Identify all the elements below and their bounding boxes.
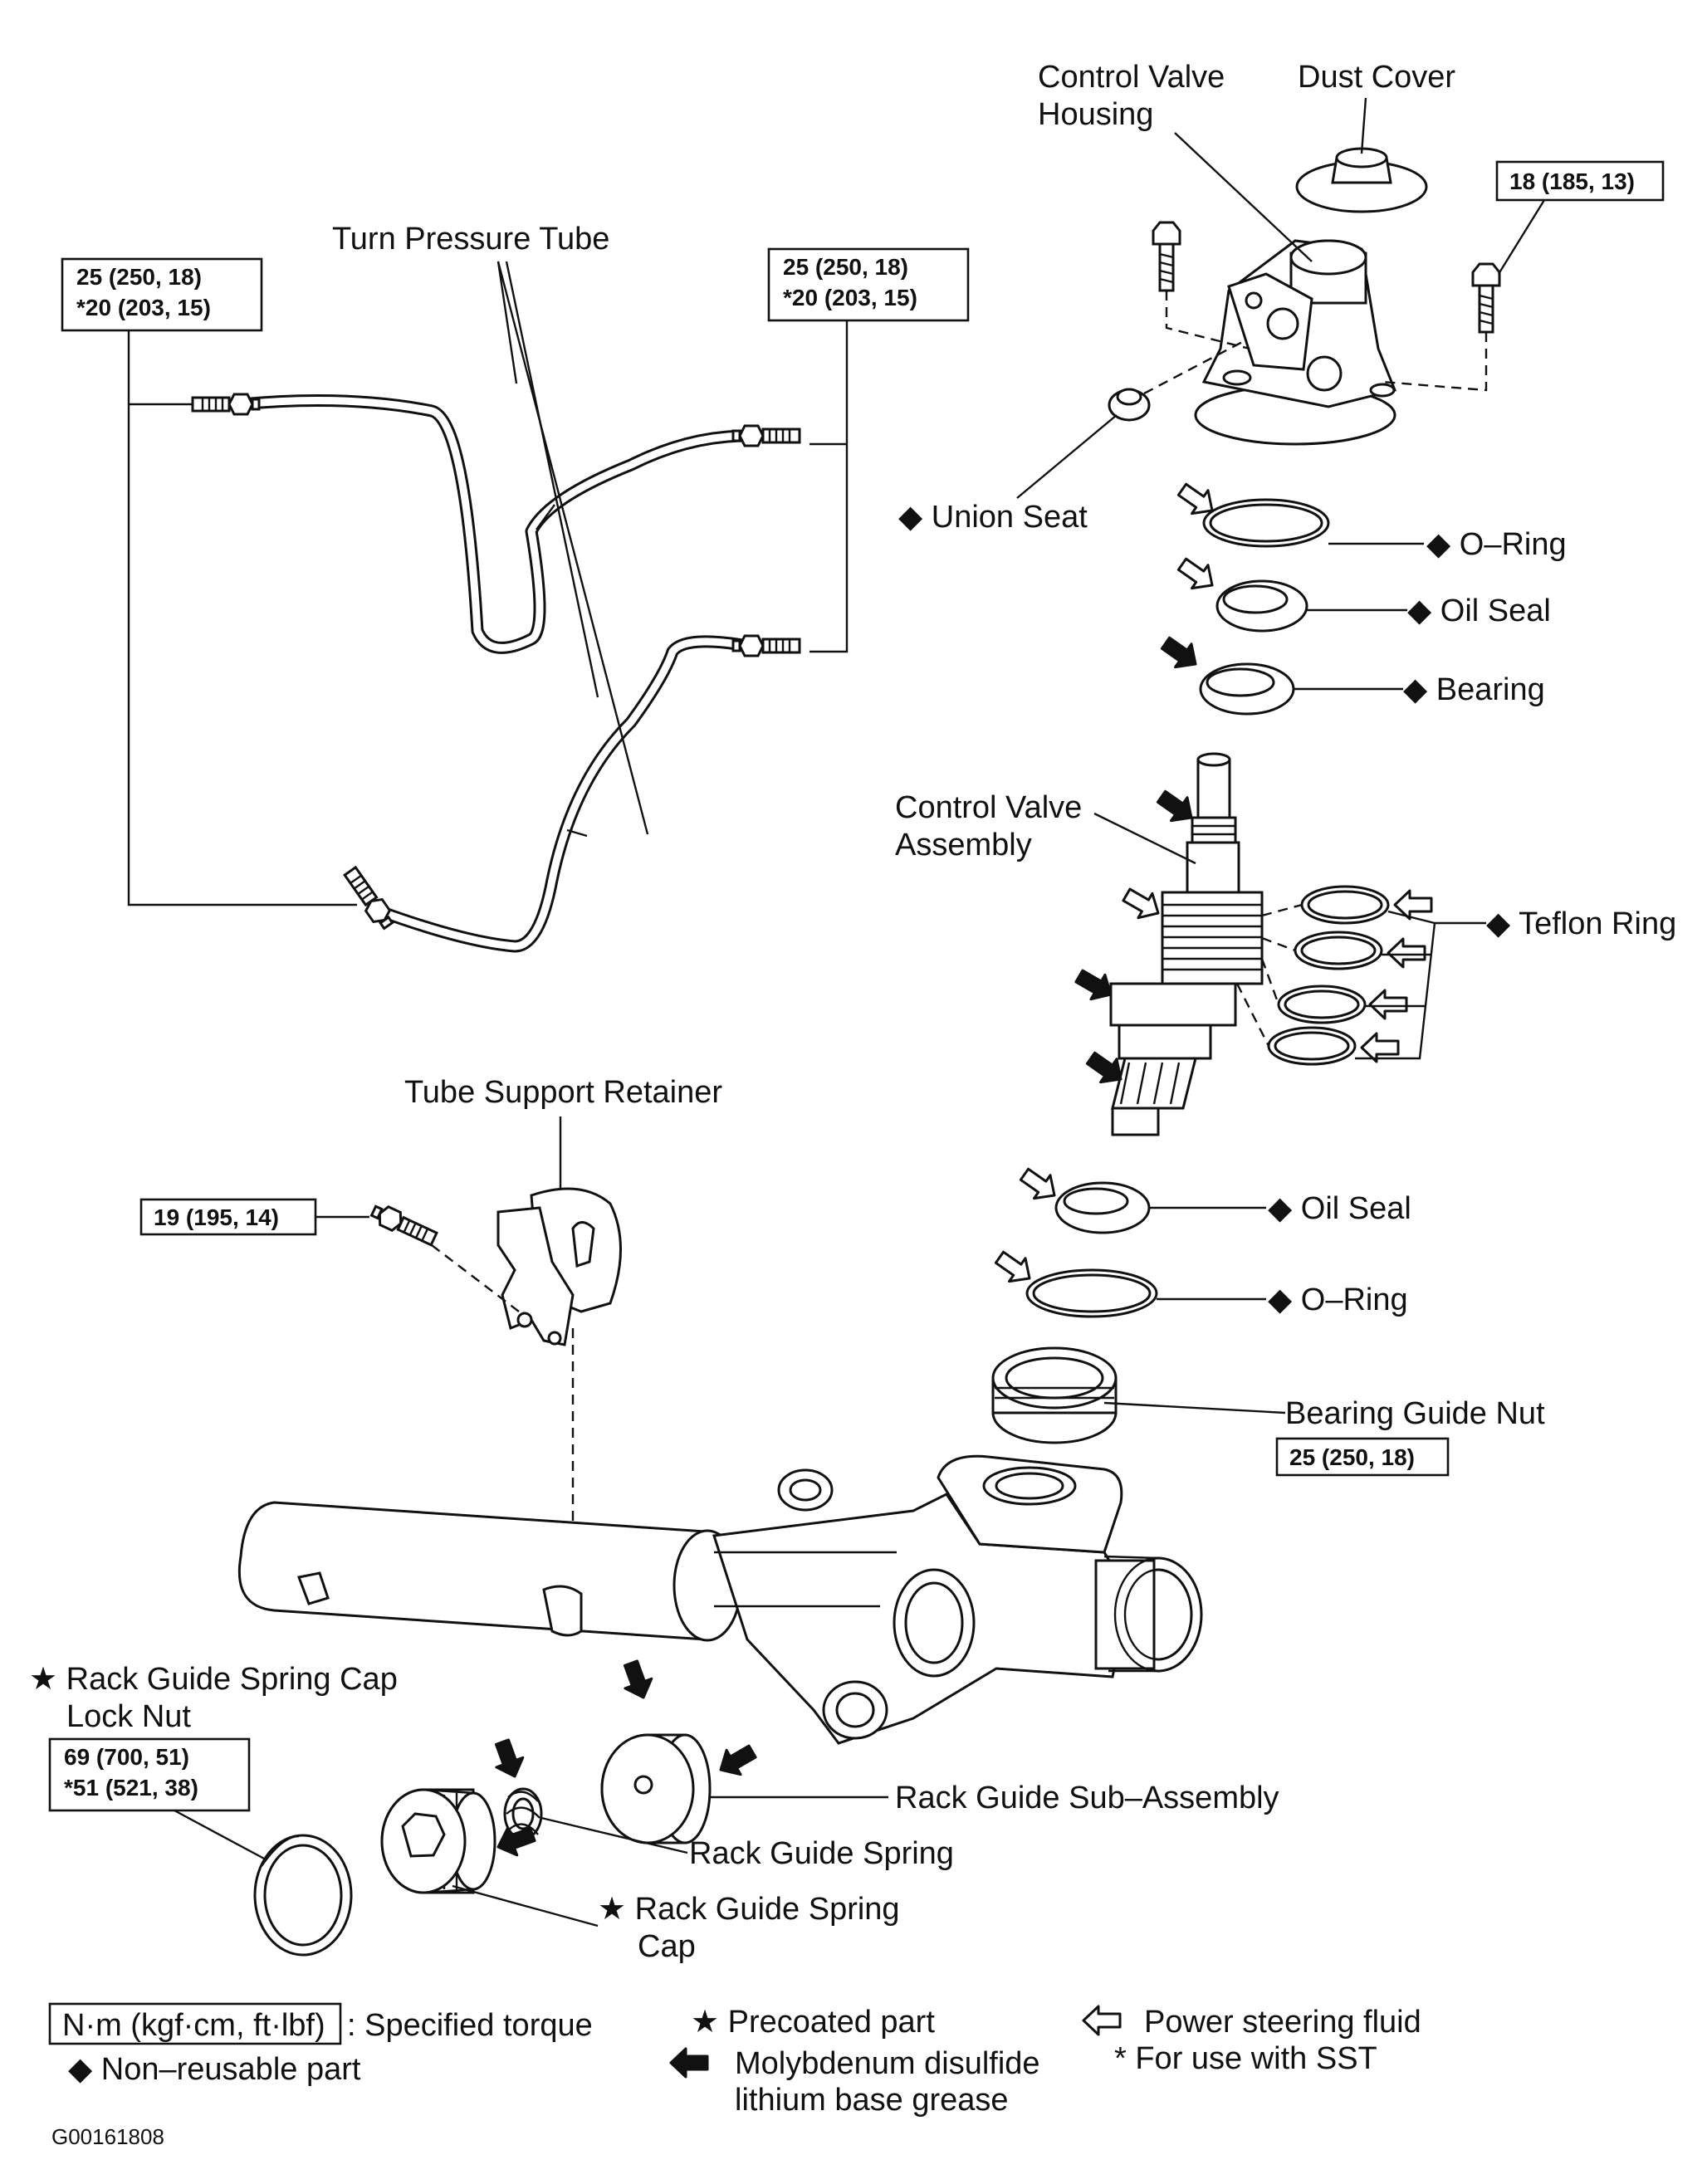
torque-box-retainer-bolt: 19 (195, 14) bbox=[139, 1198, 317, 1236]
power-steering-fluid-arrow-icon bbox=[1368, 989, 1408, 1020]
bearing bbox=[1199, 662, 1295, 716]
control-valve-housing bbox=[1194, 239, 1397, 446]
rack-guide-spring-cap-lock-nut bbox=[253, 1834, 353, 1957]
label-dust-cover: Dust Cover bbox=[1298, 60, 1455, 95]
label-tube-support-retainer: Tube Support Retainer bbox=[404, 1075, 722, 1110]
label-control-valve-housing-1: Control Valve bbox=[1038, 60, 1225, 95]
grease-arrow-icon bbox=[616, 1657, 658, 1704]
torque-box-housing-bolt: 18 (185, 13) bbox=[1495, 160, 1665, 202]
figure-id: G00161808 bbox=[51, 2124, 164, 2149]
turn-pressure-tube-lower bbox=[374, 635, 754, 953]
rack-guide-spring-cap bbox=[380, 1788, 496, 1894]
tube-support-retainer bbox=[496, 1187, 622, 1346]
svg-text:*51 (521, 38): *51 (521, 38) bbox=[64, 1775, 198, 1800]
grease-arrow-icon bbox=[712, 1737, 761, 1784]
tube-fitting-right-upper bbox=[731, 424, 801, 447]
power-steering-fluid-arrow-icon bbox=[990, 1244, 1039, 1292]
svg-text:*20 (203, 15): *20 (203, 15) bbox=[76, 295, 211, 320]
power-steering-fluid-arrow-icon bbox=[1015, 1161, 1064, 1209]
label-turn-pressure-tube: Turn Pressure Tube bbox=[332, 222, 609, 257]
tube-fitting-right-lower bbox=[731, 634, 801, 657]
bearing-guide-nut bbox=[991, 1346, 1118, 1444]
retainer-bolt bbox=[368, 1200, 440, 1249]
label-oil-seal-upper: ◆ Oil Seal bbox=[1407, 594, 1551, 628]
svg-text:25 (250, 18): 25 (250, 18) bbox=[1289, 1444, 1415, 1470]
svg-text:69 (700, 51): 69 (700, 51) bbox=[64, 1744, 189, 1770]
torque-box-left-tube: 25 (250, 18) *20 (203, 15) bbox=[61, 257, 263, 332]
svg-text:19 (195, 14): 19 (195, 14) bbox=[154, 1204, 279, 1230]
svg-text:18 (185, 13): 18 (185, 13) bbox=[1509, 169, 1635, 194]
housing-bolt-right bbox=[1471, 262, 1501, 334]
legend-grease-2: lithium base grease bbox=[735, 2083, 1009, 2118]
oil-seal-upper bbox=[1215, 579, 1308, 633]
power-steering-fluid-arrow-icon bbox=[1387, 937, 1426, 969]
label-control-valve-housing-2: Housing bbox=[1038, 97, 1153, 132]
label-o-ring-upper: ◆ O–Ring bbox=[1426, 527, 1567, 562]
turn-pressure-tube-upper bbox=[234, 394, 754, 654]
svg-text:25 (250, 18): 25 (250, 18) bbox=[76, 264, 202, 290]
label-control-valve-assembly-2: Assembly bbox=[895, 828, 1032, 862]
legend-non-reusable: ◆ Non–reusable part bbox=[68, 2052, 361, 2087]
grease-arrow-icon bbox=[487, 1736, 530, 1783]
label-teflon-ring: ◆ Teflon Ring bbox=[1486, 906, 1676, 941]
label-bearing-guide-nut: Bearing Guide Nut bbox=[1285, 1396, 1545, 1431]
label-rack-guide-spring-cap-1: ★ Rack Guide Spring bbox=[598, 1892, 900, 1927]
oil-seal-lower bbox=[1054, 1181, 1151, 1234]
grease-arrow-icon bbox=[1156, 630, 1206, 677]
dust-cover bbox=[1295, 147, 1428, 213]
label-rack-guide-spring-cap-lock-nut-1: ★ Rack Guide Spring Cap bbox=[29, 1662, 398, 1697]
svg-text:*20 (203, 15): *20 (203, 15) bbox=[783, 285, 917, 310]
rack-guide-sub-assembly bbox=[600, 1733, 712, 1844]
legend-fluid: Power steering fluid bbox=[1144, 2005, 1421, 2040]
grease-arrow-icon bbox=[669, 2047, 709, 2079]
label-o-ring-lower: ◆ O–Ring bbox=[1268, 1283, 1408, 1317]
power-steering-fluid-arrow-icon bbox=[1082, 2005, 1122, 2036]
label-bearing: ◆ Bearing bbox=[1403, 672, 1545, 707]
legend-grease-1: Molybdenum disulfide bbox=[735, 2046, 1040, 2081]
label-rack-guide-spring-cap-lock-nut-2: Lock Nut bbox=[66, 1699, 191, 1734]
label-rack-guide-spring-cap-2: Cap bbox=[638, 1929, 696, 1964]
torque-box-lock-nut: 69 (700, 51) *51 (521, 38) bbox=[48, 1737, 251, 1812]
label-oil-seal-lower: ◆ Oil Seal bbox=[1268, 1191, 1411, 1226]
label-union-seat: ◆ Union Seat bbox=[898, 500, 1088, 535]
rack-guide-spring bbox=[503, 1787, 543, 1840]
torque-box-right-tube: 25 (250, 18) *20 (203, 15) bbox=[767, 247, 970, 322]
legend-torque-box bbox=[48, 2002, 342, 2045]
union-seat bbox=[1108, 388, 1151, 422]
legend-precoated: ★ Precoated part bbox=[691, 2005, 935, 2040]
tube-fitting-bottom bbox=[340, 864, 398, 933]
o-ring-lower bbox=[1025, 1268, 1158, 1318]
legend: N·m (kgf·cm, ft·lbf) : Specified torque … bbox=[48, 2002, 1421, 2149]
label-control-valve-assembly-1: Control Valve bbox=[895, 790, 1082, 825]
label-rack-guide-spring: Rack Guide Spring bbox=[689, 1836, 954, 1871]
o-ring-upper bbox=[1202, 498, 1330, 548]
power-steering-fluid-arrow-icon bbox=[1118, 881, 1167, 927]
teflon-rings bbox=[1267, 885, 1390, 1066]
label-rack-guide-sub-assembly: Rack Guide Sub–Assembly bbox=[895, 1781, 1279, 1815]
legend-torque-desc: : Specified torque bbox=[347, 2008, 593, 2043]
svg-text:25 (250, 18): 25 (250, 18) bbox=[783, 254, 908, 280]
legend-torque-unit: N·m (kgf·cm, ft·lbf) bbox=[62, 2008, 325, 2043]
housing-bolt-left bbox=[1152, 221, 1181, 292]
torque-box-bearing-guide-nut: 25 (250, 18) bbox=[1275, 1437, 1450, 1477]
legend-sst: * For use with SST bbox=[1114, 2041, 1377, 2076]
tube-fitting-left bbox=[191, 393, 261, 416]
power-steering-fluid-arrow-icon bbox=[1172, 551, 1222, 599]
steering-gear-housing bbox=[237, 1454, 1203, 1745]
